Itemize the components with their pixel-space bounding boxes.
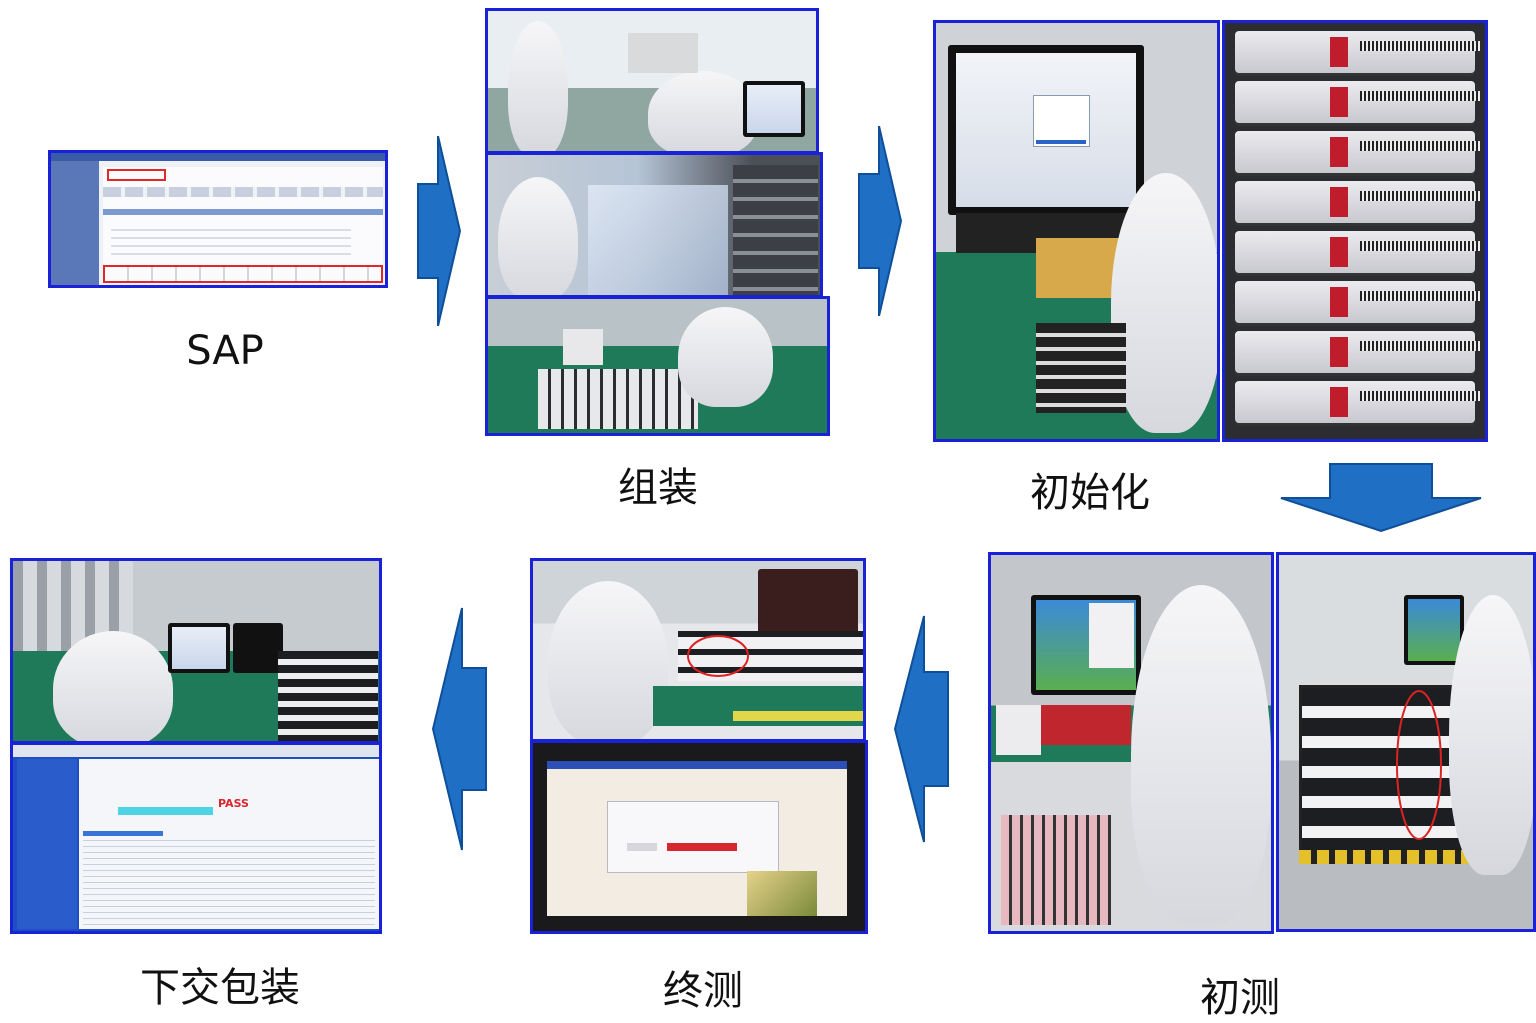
monitor-icon: [233, 623, 283, 673]
sap-titlebar: [51, 153, 385, 161]
module-tray: [1001, 815, 1111, 925]
initial-test-photo-1: [988, 552, 1274, 934]
worker-figure: [648, 71, 758, 151]
monitor-icon: [743, 81, 805, 137]
sap-sidebar: [51, 161, 99, 285]
red-fixture: [1041, 705, 1131, 745]
module-label-row: [1235, 331, 1480, 373]
laptop-icon: [948, 45, 1144, 215]
worker-figure: [1111, 173, 1217, 433]
worker-figure: [1449, 595, 1533, 875]
module-label-row: [1235, 31, 1480, 73]
step-label-assembly: 组装: [618, 465, 698, 511]
leaf-decoration: [747, 871, 817, 916]
dialog-box: [607, 801, 779, 873]
step-label-packaging: 下交包装: [140, 965, 300, 1011]
red-circle-mark: [687, 635, 749, 677]
arrow-down-icon: [1280, 463, 1482, 533]
arrow-left-icon: [893, 615, 949, 843]
assembly-photo-1: [485, 8, 819, 154]
worker-figure: [548, 581, 668, 739]
window-titlebar: [547, 761, 847, 769]
red-circle-mark: [1396, 690, 1442, 840]
test-software-window: [547, 761, 847, 916]
pass-text: PASS: [218, 797, 249, 810]
module-rack: [1036, 323, 1126, 413]
module-rack: [678, 631, 863, 681]
sap-toolbar-strip: [103, 187, 383, 197]
worker-figure: [498, 177, 578, 295]
module-label-row: [1235, 131, 1480, 173]
sap-blue-band: [103, 209, 383, 215]
sap-screenshot: [48, 150, 388, 288]
step-label-init: 初始化: [1030, 470, 1150, 516]
packaging-photo-1: [10, 558, 382, 744]
ok-button: [627, 843, 657, 851]
test-board: [1036, 238, 1121, 298]
progress-bar-red: [667, 843, 737, 851]
sap-fields: [111, 223, 351, 259]
init-photo-modules: [1222, 20, 1488, 442]
sap-highlight-box: [107, 169, 166, 181]
final-test-photo-2: [530, 740, 868, 934]
worker-figure: [53, 631, 173, 741]
module-label-row: [1235, 181, 1480, 223]
arrow-left-icon: [431, 607, 487, 851]
module-rack: [278, 651, 378, 741]
worker-figure: [678, 307, 773, 407]
rack-shelf: [733, 165, 818, 295]
worker-figure: [508, 21, 568, 151]
arrow-right-icon: [417, 136, 462, 326]
worker-figure: [1131, 585, 1271, 925]
instrument-box: [563, 329, 603, 365]
equipment-block: [628, 33, 698, 73]
sap-bottom-highlight: [103, 265, 383, 283]
sap-form-area: [103, 167, 383, 277]
assembly-photo-2: [485, 152, 823, 298]
yellow-edge: [733, 711, 863, 721]
step-label-final-test: 终测: [663, 968, 743, 1014]
monitor-icon: [1031, 595, 1141, 695]
module-label-row: [1235, 281, 1480, 323]
init-photo-laptop: [933, 20, 1220, 442]
module-label-row: [1235, 81, 1480, 123]
plastic-tray: [588, 185, 728, 295]
screen-titlebar: [13, 745, 379, 757]
assembly-photo-3: [485, 296, 830, 436]
arrow-right-icon: [858, 126, 903, 316]
screen-sidebar: [17, 759, 77, 929]
cyan-field: [118, 807, 213, 815]
step-label-initial-test: 初测: [1200, 975, 1280, 1021]
final-test-photo-1: [530, 558, 866, 742]
module-label-row: [1235, 381, 1480, 423]
data-table: [83, 835, 375, 925]
module-label-row: [1235, 231, 1480, 273]
step-label-sap: SAP: [186, 328, 264, 374]
yellow-cart: [1299, 850, 1479, 864]
monitor-icon: [758, 569, 858, 639]
packaging-photo-2: PASS: [10, 742, 382, 934]
initial-test-photo-2: [1276, 552, 1536, 932]
module-tray: [538, 369, 698, 429]
table-header-bar: [83, 831, 163, 836]
printer: [996, 705, 1041, 755]
monitor-icon: [1404, 595, 1464, 665]
monitor-icon: [168, 623, 230, 673]
